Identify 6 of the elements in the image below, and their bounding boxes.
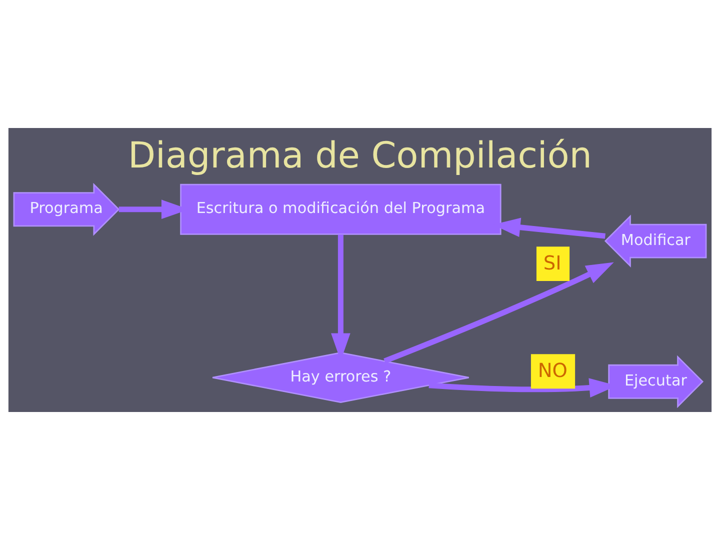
edge-label: SI [543,252,562,275]
edge-label: NO [538,359,568,382]
node-diamond: Hay errores ? [212,352,470,404]
arrow [384,262,614,364]
node-box: Escritura o modificación del Programa [180,184,502,235]
diagram-title: Diagrama de Compilación [128,136,592,177]
